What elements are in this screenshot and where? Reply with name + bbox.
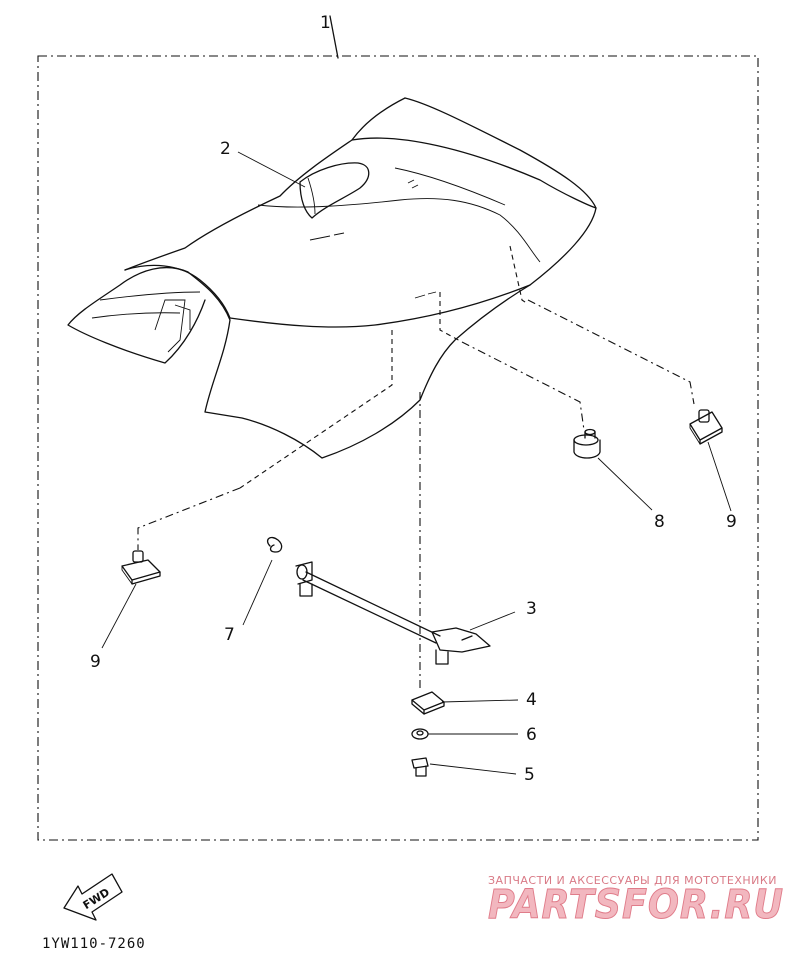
bolt-part — [411, 757, 429, 777]
assembly-frame — [37, 15, 759, 841]
callout-9-right: 9 — [726, 512, 737, 532]
watermark-logo: PARTSFOR.RU — [488, 882, 784, 928]
clip-nut-left — [121, 550, 161, 585]
callout-3: 3 — [526, 599, 537, 619]
callout-4: 4 — [526, 690, 537, 710]
assembly-centerlines — [137, 299, 695, 690]
fwd-label: FWD — [81, 886, 112, 912]
callout-leaders — [101, 151, 732, 775]
callout-7: 7 — [224, 625, 235, 645]
damper-part — [573, 428, 601, 459]
spring-clip — [266, 536, 283, 553]
drawing-code: 1YW110-7260 — [42, 936, 146, 952]
clip-nut-right — [689, 409, 723, 445]
seat-lock-rod — [295, 561, 491, 665]
callout-2: 2 — [220, 139, 231, 159]
callout-6: 6 — [526, 725, 537, 745]
assembly-number-label: 1 — [320, 13, 331, 33]
bracket-part — [411, 691, 445, 715]
callout-8: 8 — [654, 512, 665, 532]
callout-5: 5 — [524, 765, 535, 785]
fwd-arrow-icon: FWD — [63, 873, 123, 921]
washer-part — [411, 728, 429, 740]
watermark-tagline: ЗАПЧАСТИ И АКСЕССУАРЫ ДЛЯ МОТОТЕХНИКИ — [488, 874, 777, 887]
callout-9-left: 9 — [90, 652, 101, 672]
seat-drawing — [67, 97, 597, 489]
